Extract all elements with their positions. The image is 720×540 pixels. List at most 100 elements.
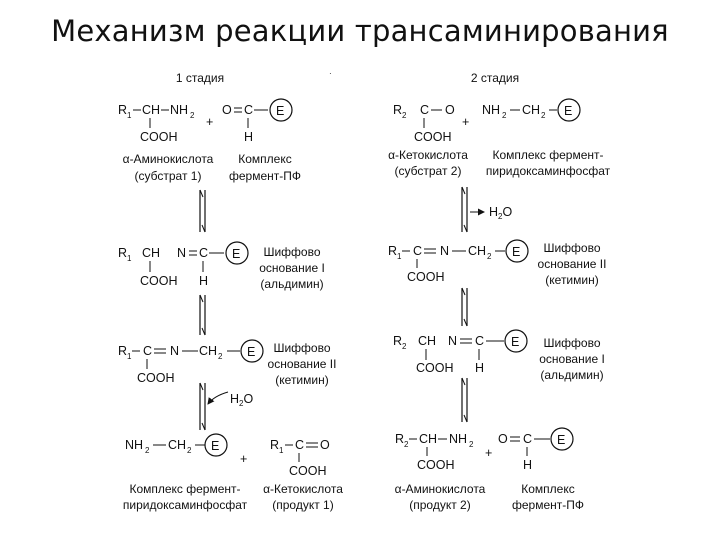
- stage1-schiff2-caption: (кетимин): [275, 373, 328, 387]
- svg-text:N: N: [170, 344, 179, 358]
- svg-text:O: O: [498, 432, 508, 446]
- svg-text:H: H: [199, 274, 208, 288]
- stage1-label: 1 стадия: [176, 71, 224, 85]
- svg-text:O: O: [445, 103, 455, 117]
- svg-text:E: E: [512, 245, 520, 259]
- svg-text:2: 2: [404, 440, 409, 449]
- svg-text:COOH: COOH: [137, 371, 175, 385]
- stage2-schiff1-caption: (альдимин): [540, 368, 603, 382]
- stage1-hydrolysis-arrow: [199, 382, 229, 431]
- svg-text:E: E: [247, 345, 255, 359]
- svg-text:1: 1: [127, 254, 132, 263]
- svg-text:COOH: COOH: [140, 274, 178, 288]
- stage2-pf-complex-caption: фермент-ПФ: [512, 498, 584, 512]
- stage2-equilibrium-arrow-3: [461, 377, 468, 423]
- svg-text:2: 2: [541, 111, 546, 120]
- stage1-schiff2-type: основание II: [268, 357, 337, 371]
- svg-text:C: C: [475, 334, 484, 348]
- svg-text:E: E: [564, 104, 572, 118]
- svg-text:2: 2: [469, 440, 474, 449]
- svg-text:CH: CH: [522, 103, 540, 117]
- stage2-product-caption: (продукт 2): [409, 498, 470, 512]
- stage1-pyridoxamine-complex-caption: пиридоксаминфосфат: [123, 498, 248, 512]
- slide-title: Механизм реакции трансаминирования: [51, 14, 669, 48]
- stage2-product-name: α-Аминокислота: [395, 482, 486, 496]
- stage1-substrate-caption: (субстрат 1): [135, 169, 202, 183]
- enzyme-circle: [204, 433, 228, 457]
- svg-text:O: O: [320, 438, 330, 452]
- svg-text:CH: CH: [418, 334, 436, 348]
- svg-text:E: E: [232, 247, 240, 261]
- svg-text:H: H: [523, 458, 532, 472]
- svg-text:N: N: [440, 244, 449, 258]
- svg-text:NH: NH: [170, 103, 188, 117]
- stage2-enzyme-pf-structure: O C E H: [498, 427, 574, 472]
- enzyme-circle: [557, 98, 581, 122]
- stage1-enzyme-pf-structure: O C E H: [222, 98, 293, 144]
- stage2-plus-2: +: [485, 446, 492, 460]
- stage1-plus-2: +: [240, 452, 247, 466]
- svg-text:COOH: COOH: [416, 361, 454, 375]
- svg-text:R: R: [118, 344, 127, 358]
- svg-text:2: 2: [190, 111, 195, 120]
- svg-text:COOH: COOH: [417, 458, 455, 472]
- svg-text:H: H: [475, 361, 484, 375]
- stage1-substrate-name: α-Аминокислота: [123, 152, 214, 166]
- svg-text:1: 1: [397, 252, 402, 261]
- svg-text:COOH: COOH: [289, 464, 327, 478]
- stage2-plus-1: +: [462, 115, 469, 129]
- svg-text:2: 2: [502, 111, 507, 120]
- svg-text:NH: NH: [125, 438, 143, 452]
- svg-text:2: 2: [402, 342, 407, 351]
- svg-text:COOH: COOH: [140, 130, 178, 144]
- stage2-complex-name: Комплекс фермент-: [492, 148, 603, 162]
- stage2-complex-caption: пиридоксаминфосфат: [486, 164, 611, 178]
- svg-text:C: C: [143, 344, 152, 358]
- svg-text:E: E: [276, 104, 284, 118]
- svg-text:CH: CH: [142, 103, 160, 117]
- svg-text:2: 2: [402, 111, 407, 120]
- stage2-label: 2 стадия: [471, 71, 519, 85]
- svg-text:COOH: COOH: [407, 270, 445, 284]
- svg-text:CH: CH: [468, 244, 486, 258]
- stage1-equilibrium-arrow-2: [199, 294, 206, 336]
- svg-text:2: 2: [145, 446, 150, 455]
- svg-text:C: C: [295, 438, 304, 452]
- svg-text:2: 2: [187, 446, 192, 455]
- stage1-pyridoxamine-complex-name: Комплекс фермент-: [129, 482, 240, 496]
- stage1-product-caption: (продукт 1): [272, 498, 333, 512]
- stage2-equilibrium-arrow-2: [461, 287, 468, 327]
- enzyme-circle: [225, 241, 249, 265]
- svg-text:R: R: [393, 103, 402, 117]
- svg-text:CH: CH: [142, 246, 160, 260]
- stage2-condensation-arrow: [461, 186, 485, 233]
- svg-text:R: R: [393, 334, 402, 348]
- stage1-complex-name: Комплекс: [238, 152, 291, 166]
- enzyme-circle: [240, 339, 264, 363]
- svg-text:R: R: [388, 244, 397, 258]
- enzyme-circle: [505, 239, 529, 263]
- svg-text:COOH: COOH: [414, 130, 452, 144]
- svg-text:O: O: [222, 103, 232, 117]
- svg-text:R: R: [395, 432, 404, 446]
- stage1-schiff2-name: Шиффово: [273, 341, 330, 355]
- stage1-schiff1-name: Шиффово: [263, 245, 320, 259]
- stage2-pf-complex-name: Комплекс: [521, 482, 574, 496]
- stage2-schiff2-name: Шиффово: [543, 241, 600, 255]
- svg-text:2: 2: [218, 352, 223, 361]
- svg-text:N: N: [448, 334, 457, 348]
- svg-text:R: R: [270, 438, 279, 452]
- svg-text:R: R: [118, 246, 127, 260]
- svg-text:1: 1: [279, 446, 284, 455]
- enzyme-circle: [550, 427, 574, 451]
- enzyme-circle: [269, 98, 293, 122]
